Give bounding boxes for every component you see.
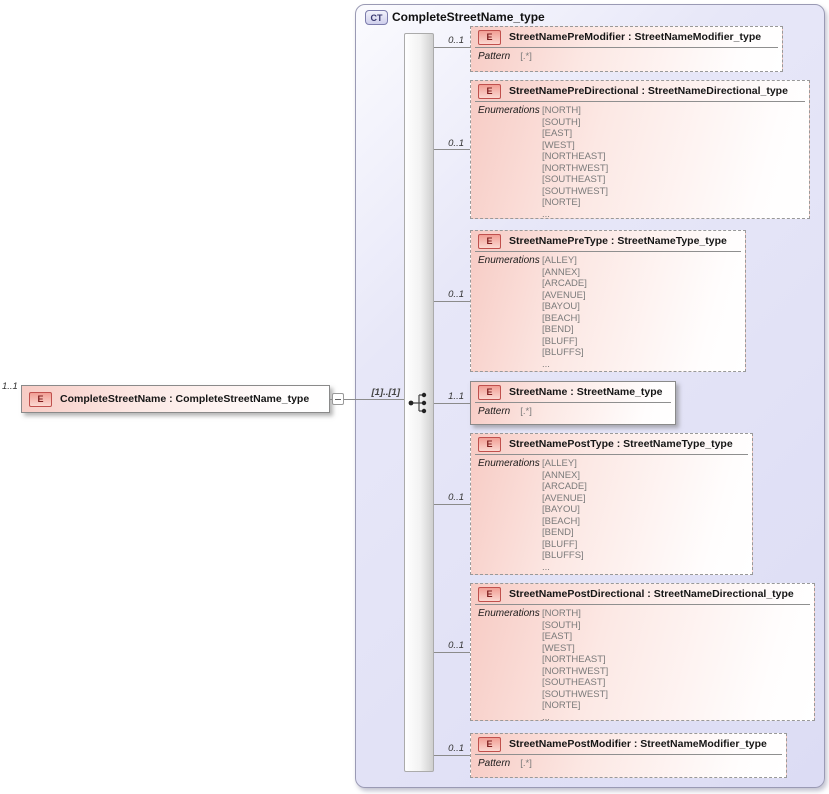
element-name: StreetNamePostModifier : StreetNameModif… bbox=[509, 738, 767, 750]
divider bbox=[475, 754, 782, 755]
cardinality-label: 1..1 bbox=[448, 391, 464, 402]
connector-line bbox=[434, 149, 470, 150]
occurrence-label: [1]..[1] bbox=[371, 387, 401, 398]
connector-line bbox=[434, 755, 470, 756]
complex-type-title: CompleteStreetName_type bbox=[392, 10, 545, 24]
facet-label: Pattern bbox=[478, 406, 511, 417]
cardinality-label: 0..1 bbox=[448, 492, 464, 503]
element-box-streetnamepredirectional[interactable]: E StreetNamePreDirectional : StreetNameD… bbox=[470, 80, 810, 219]
element-icon: E bbox=[478, 736, 501, 752]
cardinality-label: 0..1 bbox=[448, 289, 464, 300]
element-box-streetnamepremodifier[interactable]: E StreetNamePreModifier : StreetNameModi… bbox=[470, 26, 783, 72]
connector-line bbox=[330, 399, 404, 400]
element-box-streetname[interactable]: E StreetName : StreetName_type Pattern [… bbox=[470, 381, 676, 425]
element-name: StreetNamePostDirectional : StreetNameDi… bbox=[509, 588, 794, 600]
element-box-streetnamepostmodifier[interactable]: E StreetNamePostModifier : StreetNameMod… bbox=[470, 733, 787, 778]
element-box-streetnamepostdirectional[interactable]: E StreetNamePostDirectional : StreetName… bbox=[470, 583, 815, 721]
element-name: StreetNamePreType : StreetNameType_type bbox=[509, 235, 727, 247]
connector-line bbox=[434, 301, 470, 302]
root-cardinality-label: 1..1 bbox=[2, 381, 18, 392]
element-box-streetnamepretype[interactable]: E StreetNamePreType : StreetNameType_typ… bbox=[470, 230, 746, 372]
connector-line bbox=[434, 652, 470, 653]
collapse-toggle-icon[interactable] bbox=[332, 393, 344, 405]
element-icon: E bbox=[478, 436, 501, 452]
divider bbox=[475, 251, 741, 252]
cardinality-label: 0..1 bbox=[448, 35, 464, 46]
cardinality-label: 0..1 bbox=[448, 640, 464, 651]
divider bbox=[475, 604, 810, 605]
element-icon: E bbox=[478, 83, 501, 99]
facet-label: Enumerations bbox=[478, 105, 540, 116]
divider bbox=[475, 402, 671, 403]
divider bbox=[475, 47, 778, 48]
connector-line bbox=[434, 504, 470, 505]
sequence-compositor-icon bbox=[408, 392, 427, 414]
element-icon: E bbox=[478, 233, 501, 249]
facet-label: Pattern bbox=[478, 51, 511, 62]
cardinality-label: 0..1 bbox=[448, 138, 464, 149]
facet-label: Enumerations bbox=[478, 255, 540, 266]
connector-line bbox=[434, 47, 470, 48]
element-name: StreetNamePreModifier : StreetNameModifi… bbox=[509, 31, 762, 43]
divider bbox=[475, 101, 805, 102]
facet-values: [.*] bbox=[520, 406, 532, 417]
facet-values: [ALLEY] [ANNEX] [ARCADE] [AVENUE] [BAYOU… bbox=[542, 458, 587, 573]
element-icon: E bbox=[478, 384, 501, 400]
element-name: CompleteStreetName : CompleteStreetName_… bbox=[60, 393, 310, 405]
element-name: StreetNamePreDirectional : StreetNameDir… bbox=[509, 85, 788, 97]
element-icon: E bbox=[29, 391, 52, 407]
facet-values: [ALLEY] [ANNEX] [ARCADE] [AVENUE] [BAYOU… bbox=[542, 255, 587, 370]
facet-values: [NORTH] [SOUTH] [EAST] [WEST] [NORTHEAST… bbox=[542, 105, 609, 219]
cardinality-label: 0..1 bbox=[448, 743, 464, 754]
element-name: StreetName : StreetName_type bbox=[509, 386, 663, 398]
complex-type-icon: CT bbox=[365, 10, 388, 25]
divider bbox=[475, 454, 748, 455]
element-box-completestreetname[interactable]: E CompleteStreetName : CompleteStreetNam… bbox=[21, 385, 330, 413]
element-name: StreetNamePostType : StreetNameType_type bbox=[509, 438, 733, 450]
connector-line bbox=[434, 403, 470, 404]
facet-label: Pattern bbox=[478, 758, 511, 769]
facet-values: [NORTH] [SOUTH] [EAST] [WEST] [NORTHEAST… bbox=[542, 608, 609, 721]
facet-values: [.*] bbox=[520, 758, 532, 769]
facet-values: [.*] bbox=[520, 51, 532, 62]
element-icon: E bbox=[478, 586, 501, 602]
element-icon: E bbox=[478, 29, 501, 45]
facet-label: Enumerations bbox=[478, 608, 540, 619]
element-box-streetnameposttype[interactable]: E StreetNamePostType : StreetNameType_ty… bbox=[470, 433, 753, 575]
facet-label: Enumerations bbox=[478, 458, 540, 469]
